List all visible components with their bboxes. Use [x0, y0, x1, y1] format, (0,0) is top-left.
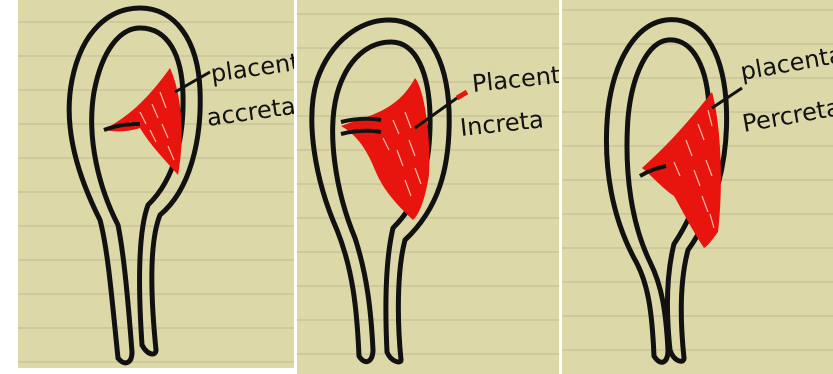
notebook-paper [297, 0, 559, 374]
accreta-diagram: placenta accreta [0, 0, 294, 374]
panel-increta: Placenta Increta [297, 0, 559, 374]
panel-accreta: placenta accreta [0, 0, 294, 374]
increta-diagram: Placenta Increta [297, 0, 559, 374]
panel-percreta: placenta Percreta [562, 0, 833, 374]
percreta-diagram: placenta Percreta [562, 0, 833, 374]
